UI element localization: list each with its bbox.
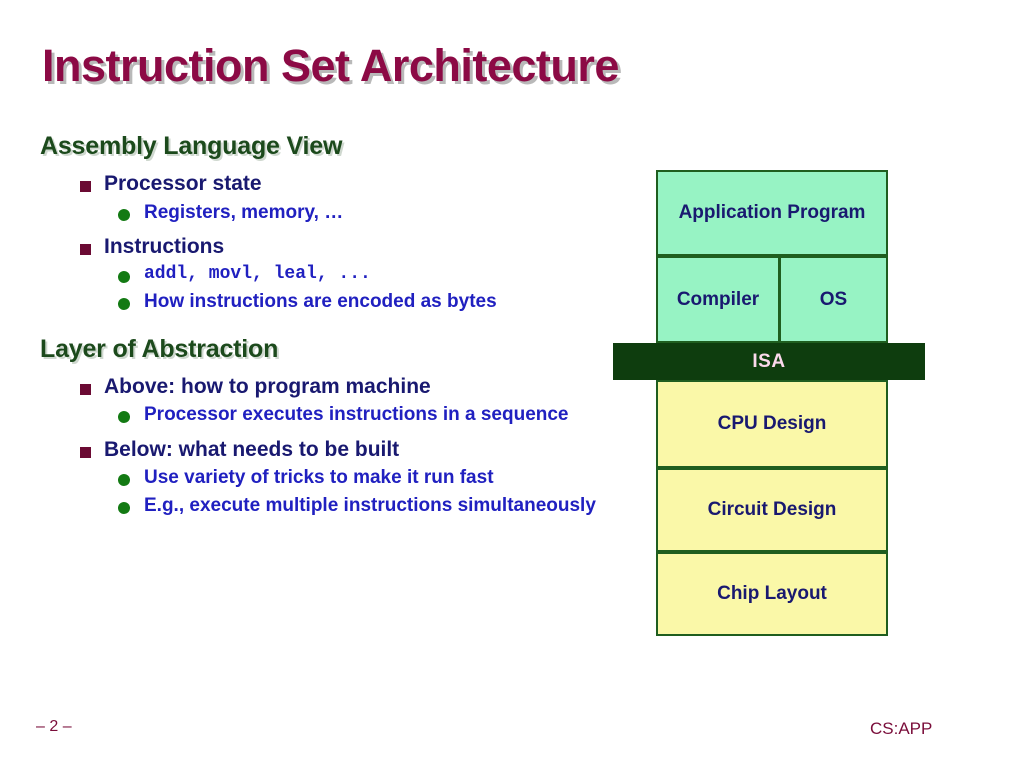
abstraction-stack-diagram: Application Program Compiler OS ISA CPU … (613, 170, 925, 640)
content-column: Assembly Language View Processor state R… (40, 132, 615, 517)
bullet-below-what-needs-built: Below: what needs to be built (40, 438, 615, 462)
diagram-box-circuit-design: Circuit Design (656, 468, 888, 552)
subbullet-processor-executes-sequence: Processor executes instructions in a seq… (40, 404, 615, 426)
circle-bullet-icon (118, 297, 130, 310)
subbullet-label: How instructions are encoded as bytes (144, 290, 497, 312)
square-bullet-icon (80, 383, 91, 395)
bullet-label: Processor state (104, 172, 262, 195)
diagram-box-application-program: Application Program (656, 170, 888, 256)
section-heading-layer-of-abstraction: Layer of Abstraction (40, 334, 279, 363)
page-number: – 2 – (36, 718, 72, 735)
page-title: Instruction Set Architecture (42, 40, 619, 91)
circle-bullet-icon (118, 208, 130, 221)
subbullet-label: Use variety of tricks to make it run fas… (144, 467, 494, 489)
circle-bullet-icon (118, 474, 130, 487)
diagram-box-cpu-design: CPU Design (656, 380, 888, 468)
circle-bullet-icon (118, 502, 130, 515)
subbullet-instruction-mnemonics: addl, movl, leal, ... (40, 264, 615, 285)
bullet-processor-state: Processor state (40, 172, 615, 196)
bullet-label: Above: how to program machine (104, 374, 431, 398)
square-bullet-icon (80, 446, 91, 458)
subbullet-label: addl, movl, leal, ... (144, 264, 371, 285)
square-bullet-icon (80, 243, 91, 255)
bullet-instructions: Instructions (40, 235, 615, 259)
subbullet-label: Registers, memory, … (144, 201, 344, 223)
diagram-box-compiler: Compiler (656, 256, 780, 343)
bullet-above-program-machine: Above: how to program machine (40, 375, 615, 399)
bullet-label: Instructions (104, 234, 225, 258)
subbullet-label: Processor executes instructions in a seq… (144, 404, 569, 426)
subbullet-label: E.g., execute multiple instructions simu… (144, 495, 596, 517)
section-heading-assembly-language-view: Assembly Language View (40, 132, 343, 160)
diagram-box-chip-layout: Chip Layout (656, 552, 888, 636)
bullet-label: Below: what needs to be built (104, 437, 400, 461)
circle-bullet-icon (118, 271, 130, 284)
diagram-box-os: OS (779, 256, 888, 343)
diagram-bar-isa: ISA (613, 343, 925, 380)
subbullet-variety-of-tricks: Use variety of tricks to make it run fas… (40, 467, 615, 489)
brand-label: CS:APP (870, 719, 933, 738)
subbullet-execute-multiple-instructions: E.g., execute multiple instructions simu… (40, 495, 615, 517)
subbullet-registers-memory: Registers, memory, … (40, 202, 615, 224)
subbullet-instruction-encoding: How instructions are encoded as bytes (40, 291, 615, 313)
square-bullet-icon (80, 181, 91, 192)
circle-bullet-icon (118, 411, 130, 424)
